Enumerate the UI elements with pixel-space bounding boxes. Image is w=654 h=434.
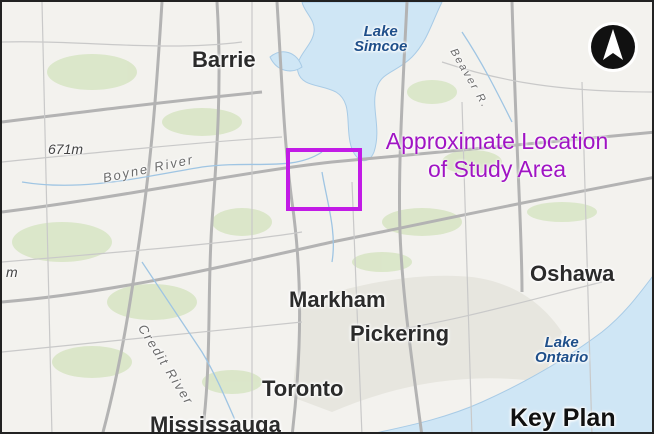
- elevation-label-partial: m: [6, 264, 18, 280]
- lake-ontario-label-line2: Ontario: [535, 349, 589, 366]
- lake-ontario-label: Lake Ontario: [535, 335, 588, 365]
- key-plan-label: Key Plan: [510, 404, 616, 432]
- city-label-pickering: Pickering: [350, 321, 450, 346]
- lake-simcoe-label: Lake Simcoe: [354, 24, 407, 54]
- city-label-mississauga: Mississauga: [150, 412, 281, 434]
- elevation-label: 671m: [48, 141, 84, 157]
- lake-ontario-label-line1: Lake: [544, 334, 579, 351]
- study-area-callout: Approximate Location of Study Area: [367, 128, 627, 183]
- city-label-barrie: Barrie: [192, 47, 256, 72]
- city-label-markham: Markham: [289, 287, 386, 312]
- north-arrow-icon: [588, 22, 638, 72]
- study-area-label-line2: of Study Area: [427, 155, 567, 182]
- study-area-box: [286, 148, 362, 211]
- study-area-label-line1: Approximate Location: [385, 128, 609, 154]
- north-arrow-graphic: [591, 25, 635, 69]
- lake-simcoe-label-line2: Simcoe: [354, 38, 408, 55]
- kempenfelt-bay: [269, 51, 303, 72]
- city-label-toronto: Toronto: [262, 376, 344, 401]
- lake-ontario-water: [377, 276, 652, 432]
- city-label-oshawa: Oshawa: [530, 261, 615, 286]
- lake-simcoe-label-line1: Lake: [363, 23, 398, 40]
